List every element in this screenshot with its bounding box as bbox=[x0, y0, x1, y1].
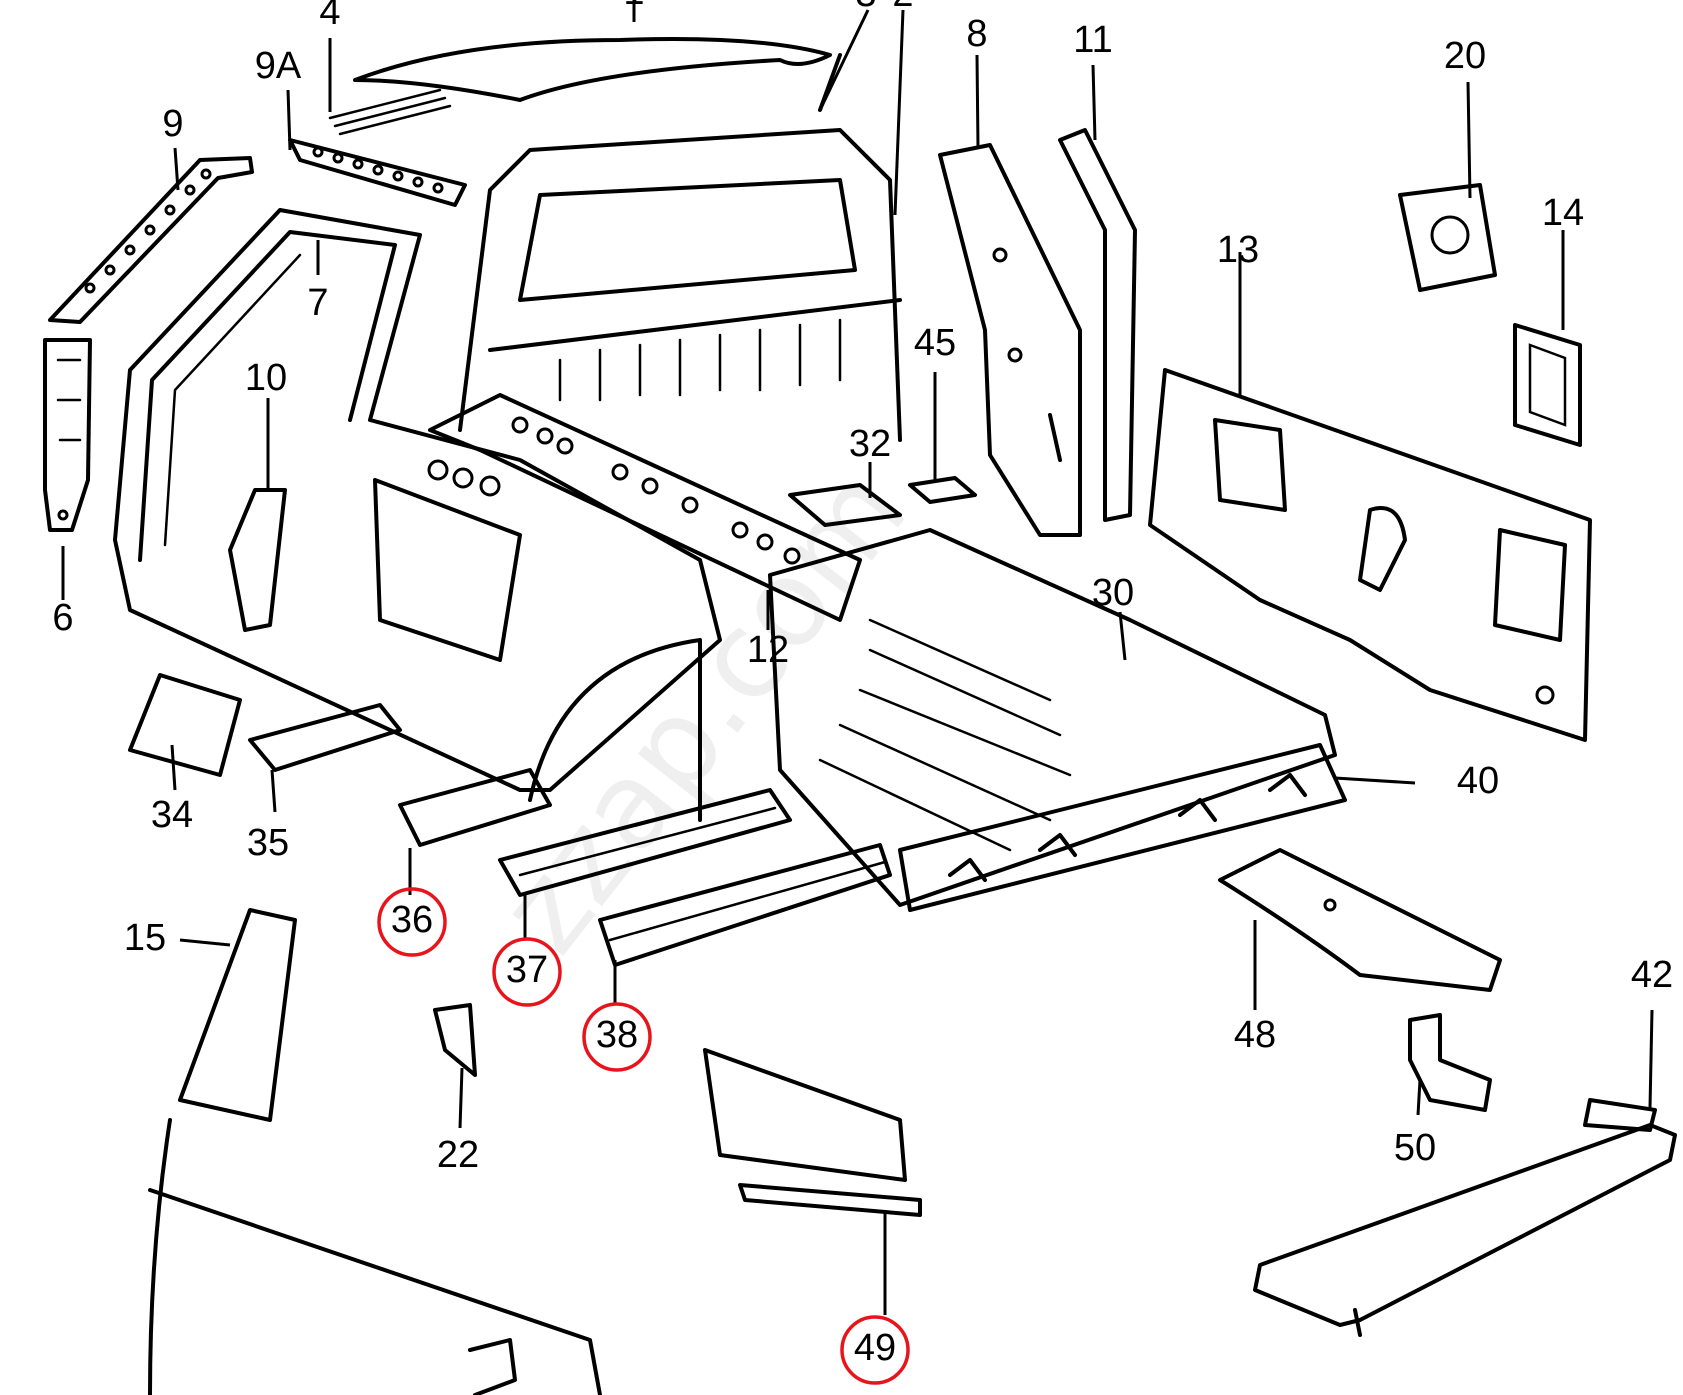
sill-part-34 bbox=[128, 673, 242, 777]
callout-40[interactable]: 40 bbox=[1457, 760, 1499, 802]
grommet-part-20 bbox=[1398, 183, 1497, 292]
callout-3[interactable]: 3 bbox=[855, 0, 876, 15]
callout-49[interactable]: 49 bbox=[854, 1327, 896, 1369]
cross-member-part-12 bbox=[428, 393, 862, 622]
bracket-part-48 bbox=[1218, 848, 1502, 992]
callout-36[interactable]: 36 bbox=[391, 899, 433, 941]
sill-part-35 bbox=[248, 703, 402, 772]
callout-35[interactable]: 35 bbox=[247, 822, 289, 864]
leader-lines bbox=[61, 0, 1654, 1315]
callout-14[interactable]: 14 bbox=[1542, 192, 1584, 234]
rear-panel-part-13 bbox=[1148, 368, 1592, 742]
cross-member-part-40 bbox=[898, 743, 1347, 912]
rear-bumper-part-42 bbox=[1253, 1098, 1677, 1337]
sill-part-36 bbox=[398, 768, 552, 847]
reinforcement-part-10 bbox=[228, 488, 287, 632]
watermark: zzap.com bbox=[473, 443, 934, 978]
callout-50[interactable]: 50 bbox=[1394, 1127, 1436, 1169]
bracket-part-49 bbox=[703, 1048, 922, 1217]
callout-10[interactable]: 10 bbox=[245, 357, 287, 399]
floor-panel-part-30 bbox=[768, 528, 1337, 907]
callout-30[interactable]: 30 bbox=[1092, 572, 1134, 614]
callout-48[interactable]: 48 bbox=[1234, 1014, 1276, 1056]
callout-37[interactable]: 37 bbox=[506, 949, 548, 991]
callout-20[interactable]: 20 bbox=[1444, 35, 1486, 77]
pillar-part-15 bbox=[178, 908, 297, 1122]
callout-labels: 1 3 2 4 9A 9 7 6 10 8 11 20 14 13 45 32 … bbox=[52, 0, 1673, 1369]
callout-8[interactable]: 8 bbox=[966, 13, 987, 55]
seal-part-14 bbox=[1513, 323, 1582, 447]
plate-part-45 bbox=[908, 476, 977, 504]
callout-12[interactable]: 12 bbox=[747, 629, 789, 671]
callout-45[interactable]: 45 bbox=[914, 322, 956, 364]
callout-9[interactable]: 9 bbox=[162, 103, 183, 145]
callout-34[interactable]: 34 bbox=[151, 794, 193, 836]
callout-2[interactable]: 2 bbox=[892, 0, 913, 15]
callout-13[interactable]: 13 bbox=[1217, 229, 1259, 271]
callout-42[interactable]: 42 bbox=[1631, 954, 1673, 996]
highlight-circle-37 bbox=[492, 937, 562, 1007]
pillar-bracket-part-6 bbox=[43, 338, 92, 532]
highlight-circle-49 bbox=[840, 1315, 910, 1385]
pillar-part-11 bbox=[1058, 128, 1137, 522]
clip-part-50 bbox=[1408, 1013, 1492, 1112]
highlight-circles bbox=[377, 887, 910, 1385]
plate-part-32 bbox=[788, 483, 902, 527]
bracket-part-22 bbox=[433, 1003, 477, 1077]
highlight-circle-36 bbox=[377, 887, 447, 957]
callout-22[interactable]: 22 bbox=[437, 1134, 479, 1176]
door-panel-part bbox=[148, 1118, 602, 1395]
callout-15[interactable]: 15 bbox=[124, 917, 166, 959]
pillar-part-8 bbox=[938, 143, 1082, 537]
callout-6[interactable]: 6 bbox=[52, 597, 73, 639]
callout-32[interactable]: 32 bbox=[849, 423, 891, 465]
cab-rear-panel-part-2 bbox=[458, 128, 902, 442]
callout-7[interactable]: 7 bbox=[307, 282, 328, 324]
callout-9A[interactable]: 9A bbox=[255, 45, 302, 87]
highlight-circle-38 bbox=[582, 1002, 652, 1072]
roof-strip-part-4 bbox=[328, 88, 452, 136]
callout-38[interactable]: 38 bbox=[596, 1014, 638, 1056]
callout-4[interactable]: 4 bbox=[319, 0, 340, 33]
callout-1[interactable]: 1 bbox=[623, 0, 644, 13]
callout-11[interactable]: 11 bbox=[1073, 19, 1112, 61]
pillar-strip-part-9 bbox=[48, 156, 254, 324]
sill-part-37 bbox=[498, 788, 792, 897]
rail-part-9A bbox=[288, 138, 467, 207]
roof-panel-part-1 bbox=[353, 37, 842, 112]
sill-part-38 bbox=[598, 843, 892, 967]
